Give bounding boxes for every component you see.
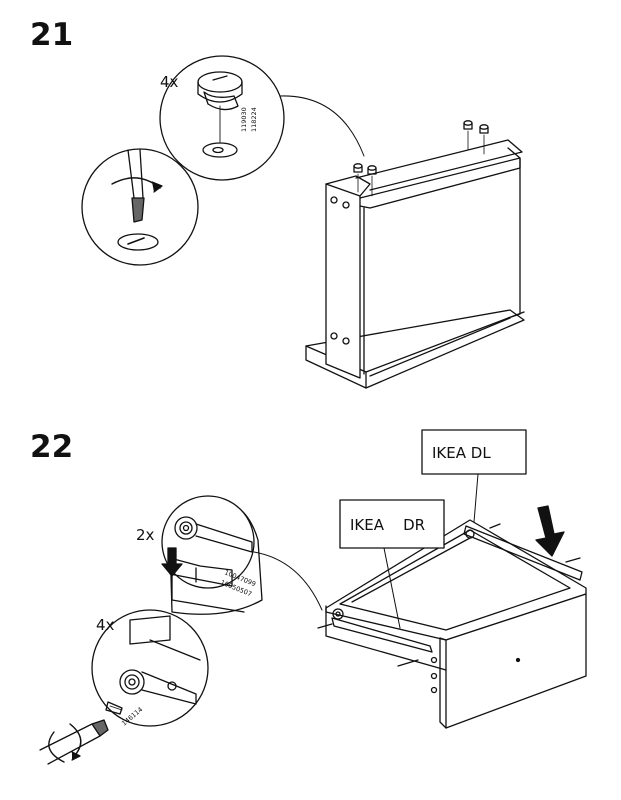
label-ikea-dl: IKEA DL xyxy=(421,429,527,523)
step-21-quantity: 4x xyxy=(160,73,179,91)
step-22-callout-1-quantity: 2x xyxy=(136,526,155,544)
drawer-box xyxy=(317,519,587,729)
installed-cam-locks xyxy=(353,120,489,197)
step-22-callout-2-quantity: 4x xyxy=(96,616,115,634)
cabinet-carcass xyxy=(305,139,525,389)
step-21-part-number-2: 118224 xyxy=(250,107,258,132)
label-ikea-dl-text: IKEA DL xyxy=(432,444,491,462)
slide-mount-zoom-callout: 2x 10047099 10050507 xyxy=(136,495,263,615)
step-22-illustration: IKEA DL IKEA DR 2x 10047099 10050507 xyxy=(39,429,587,765)
step-21-illustration: 4x 119030 118224 xyxy=(81,55,525,389)
screw-fix-zoom-callout: 4x 146114 xyxy=(91,609,209,728)
screwdriver xyxy=(39,719,109,765)
cam-lock-zoom-callout: 4x 119030 118224 xyxy=(159,55,285,181)
label-ikea-dr-text: IKEA DR xyxy=(350,516,425,534)
screwdriver-zoom-callout xyxy=(81,148,199,266)
label-ikea-dr: IKEA DR xyxy=(339,499,445,629)
step-22-number: 22 xyxy=(30,429,74,465)
step-21-part-number-1: 119030 xyxy=(240,107,248,132)
push-down-arrow xyxy=(535,505,565,557)
step-21-number: 21 xyxy=(30,17,74,53)
